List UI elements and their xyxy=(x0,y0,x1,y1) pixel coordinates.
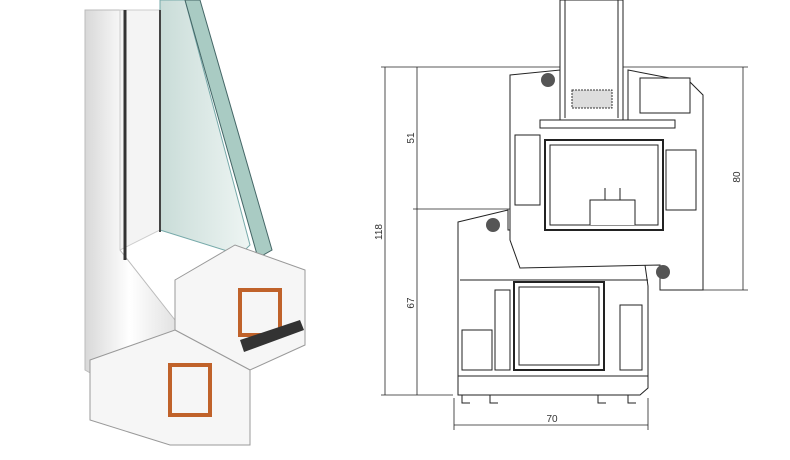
window-profile-3d-render xyxy=(84,0,306,446)
dimension-51: 51 xyxy=(406,132,417,144)
sash-section xyxy=(174,244,306,371)
frame-section xyxy=(89,329,251,446)
dimension-lines xyxy=(381,66,748,430)
frame-vertical xyxy=(84,9,176,421)
dimension-67: 67 xyxy=(406,297,417,309)
gaskets xyxy=(486,73,670,279)
glass-unit-section xyxy=(539,0,676,129)
dimension-80: 80 xyxy=(732,171,743,183)
dimension-118: 118 xyxy=(374,224,385,240)
glass-unit xyxy=(123,0,273,260)
dimension-70: 70 xyxy=(546,414,558,425)
